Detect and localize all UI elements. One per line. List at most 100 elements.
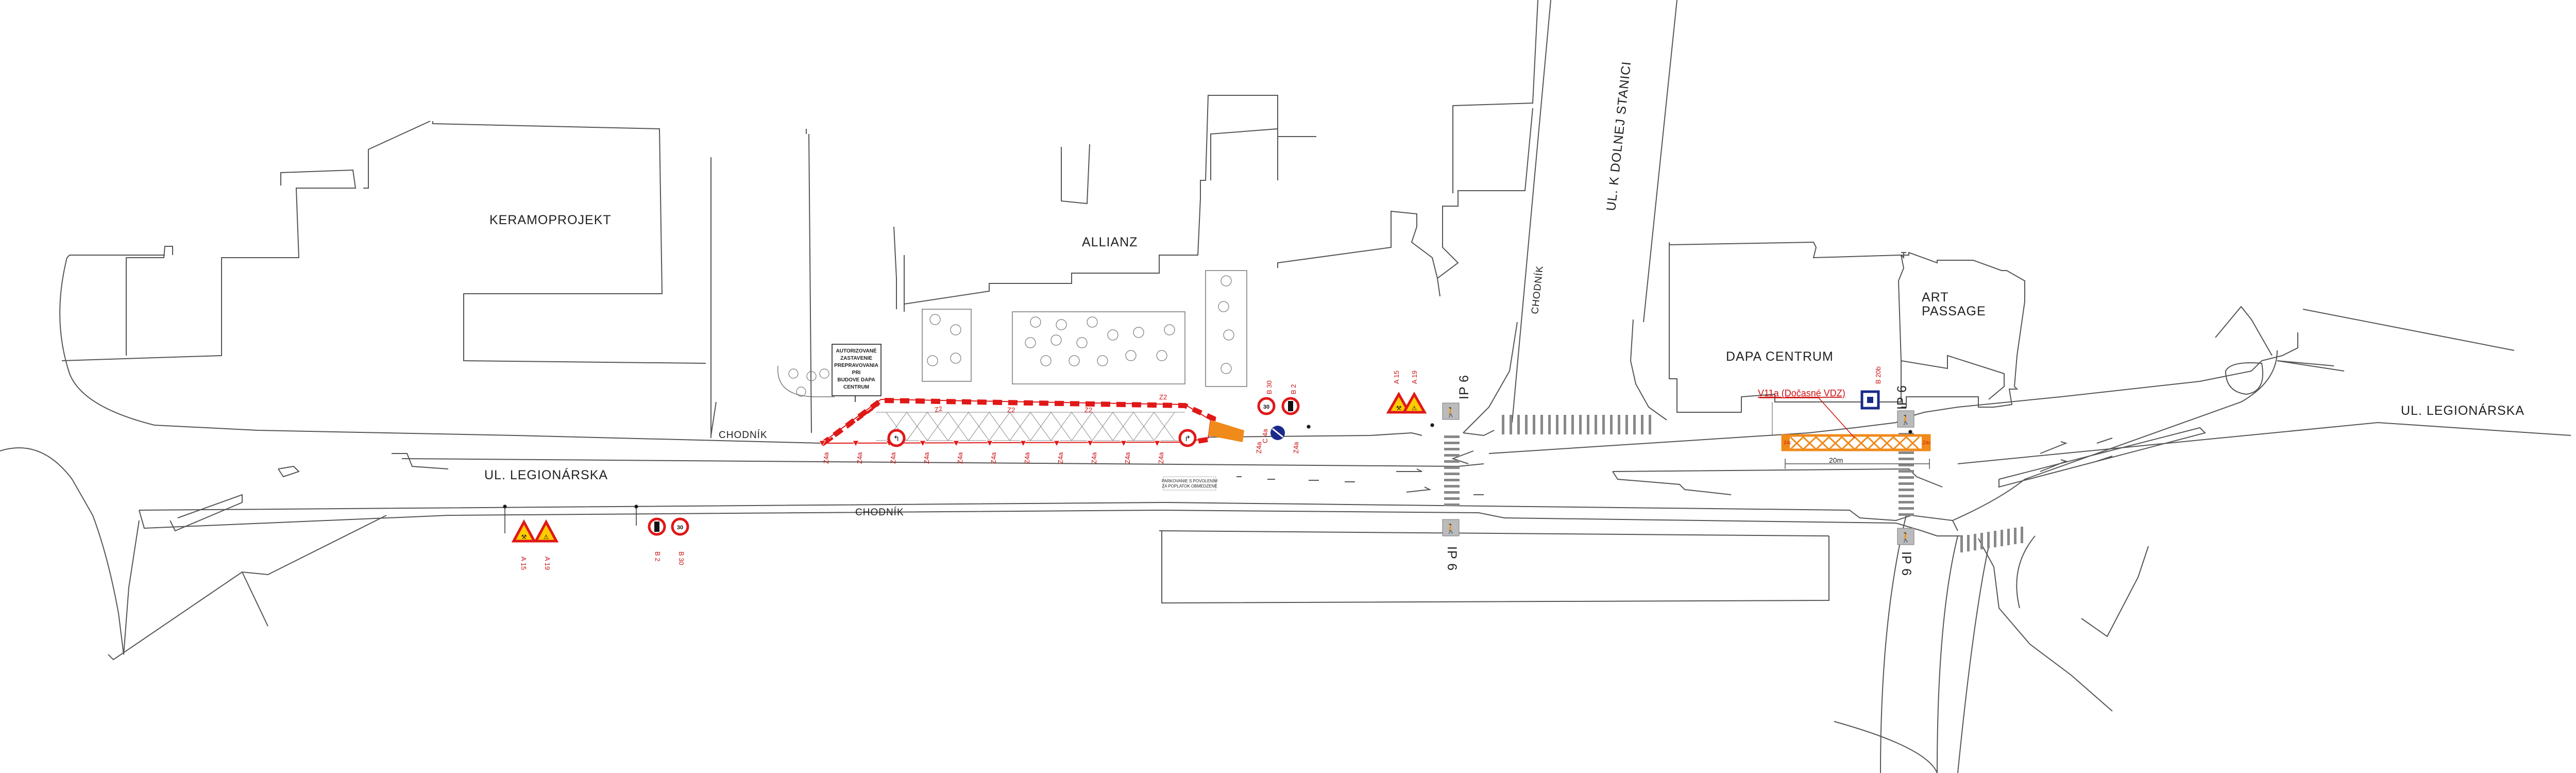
a19-label: A 19 <box>1411 371 1418 384</box>
courtyard-right <box>1205 270 1247 387</box>
dapa-centrum-building <box>1669 241 2025 413</box>
sign-keep-right <box>1270 426 1285 440</box>
z4a-label: Z4a <box>889 452 897 464</box>
crosswalk-vertical-right <box>1899 433 1914 516</box>
allianz-building <box>904 0 1538 305</box>
notice-board-line: PREPRAVOVANIA <box>834 363 878 368</box>
warning-triangle-a19-right: ⚠ <box>1401 391 1427 414</box>
z4a-label: Z4a <box>1057 452 1064 464</box>
warning-triangle-a15-left: ⚒ <box>511 519 537 543</box>
courtyard-left <box>922 309 972 382</box>
trees <box>788 275 1234 397</box>
z2-label: Z2 <box>934 405 943 414</box>
street-legionarska-right-label: UL. LEGIONÁRSKA <box>2401 403 2524 418</box>
svg-text:🚶: 🚶 <box>1900 414 1911 426</box>
street-legionarska-left-label: UL. LEGIONÁRSKA <box>484 467 608 482</box>
z4a-label: Z4a <box>956 452 964 464</box>
b2-label: B 2 <box>1290 384 1297 394</box>
z4a-label: Z4a <box>990 452 997 464</box>
z4a-label: Z4a <box>856 452 863 464</box>
z4a-label: Z4a <box>1023 452 1031 464</box>
z2-label: Z2 <box>1084 406 1092 414</box>
small-note-box <box>1163 476 1216 491</box>
dimension-20m-label: 20m <box>1829 456 1843 464</box>
street-k-dolnej-stanici <box>1463 0 1677 433</box>
sign-posts <box>503 423 1912 533</box>
ip6-sign-top-left: 🚶 <box>1442 402 1460 420</box>
svg-text:⚒: ⚒ <box>521 533 527 541</box>
crosswalk-horizontal-top <box>1502 415 1651 434</box>
construction-zone <box>820 397 1216 447</box>
z2-label: Z2 <box>1159 393 1167 401</box>
notice-board-line: CENTRUM <box>843 384 869 390</box>
svg-text:↱: ↱ <box>1184 434 1191 443</box>
z4a-label: Z4a <box>1157 452 1165 464</box>
svg-text:↰: ↰ <box>893 434 900 443</box>
misc-outlines <box>108 129 2149 661</box>
art-passage-label-2: PASSAGE <box>1922 304 1986 318</box>
svg-text:30: 30 <box>1263 404 1269 410</box>
svg-text:⚒: ⚒ <box>1396 405 1402 412</box>
warning-triangle-a19-left: ⚠ <box>533 519 559 543</box>
lane-markings <box>1236 438 2113 495</box>
ip6-sign-bottom-left: 🚶 <box>1442 519 1460 536</box>
sign-no-right-turn: ↱ <box>1178 429 1197 447</box>
z4a-label: Z4a <box>822 452 830 464</box>
sign-speed-limit-30: 30 <box>1257 397 1276 415</box>
z4c-label: Z4c <box>1923 440 1931 445</box>
keramoprojekt-label: KERAMOPROJEKT <box>489 213 612 227</box>
svg-text:⚠: ⚠ <box>1412 405 1417 412</box>
allianz-label: ALLIANZ <box>1082 235 1138 249</box>
notice-board-line: BUDOVE DAPA <box>837 377 875 383</box>
c4a-label: C 4a <box>1261 429 1269 443</box>
info-sign-blue <box>1860 390 1880 410</box>
sign-no-entry-left <box>648 517 666 536</box>
orange-barrier-left <box>1208 420 1244 442</box>
z4a-label: Z4a <box>1090 452 1098 464</box>
svg-text:⚠: ⚠ <box>544 533 549 541</box>
sign-speed-limit-30-left: 30 <box>671 517 689 536</box>
dapa-centrum-label: DAPA CENTRUM <box>1726 349 1834 364</box>
svg-text:🚶: 🚶 <box>1445 523 1456 534</box>
chodnik-vertical-label: CHODNÍK <box>1530 265 1546 314</box>
notice-board-line: PRI <box>852 370 861 376</box>
z4a-label: Z4a <box>1124 452 1131 464</box>
chodnik-bottom-label: CHODNÍK <box>855 507 904 518</box>
z4a-label: Z4a <box>1255 442 1263 453</box>
art-passage-label-1: ART <box>1922 290 1949 305</box>
sign-code-labels: Z4a Z4a Z4a Z4a Z4a Z4a Z4a Z4a Z4a Z4a … <box>520 366 1931 570</box>
z2-label: Z2 <box>1007 406 1015 414</box>
b30-label: B 30 <box>677 551 685 565</box>
a15-label: A 15 <box>520 557 528 570</box>
plaza-arc <box>777 365 835 397</box>
v11a-pointer <box>1759 397 1855 439</box>
ip6-label-bottom-right: IP 6 <box>1899 551 1913 576</box>
z4a-label: Z4a <box>1292 442 1300 453</box>
svg-text:🚶: 🚶 <box>1445 407 1456 418</box>
a19-label: A 19 <box>544 557 551 570</box>
z4a-label: Z4a <box>923 452 930 464</box>
svg-text:30: 30 <box>677 525 683 531</box>
crosswalk-vertical-left <box>1444 435 1460 506</box>
ip6-sign-bottom-right: 🚶 <box>1897 528 1914 545</box>
ip6-code-label: B 20b <box>1874 366 1882 384</box>
b2-label: B 2 <box>654 551 662 562</box>
notice-board <box>832 344 882 396</box>
notice-board-line: AUTORIZOVANÉ <box>836 347 876 354</box>
courtyard-middle <box>1012 311 1185 384</box>
notice-board-line: ZASTAVENIE <box>840 356 872 361</box>
small-note-line: ZA POPLATOK OBMEDZENÉ <box>1162 484 1217 489</box>
b30-label: B 30 <box>1265 380 1273 394</box>
z4c-label: Z4c <box>1784 440 1792 445</box>
sign-no-left-turn: ↰ <box>887 429 906 447</box>
keramoprojekt-building <box>61 121 706 364</box>
orange-zone-dapa <box>1772 402 1931 469</box>
street-legionarska-main <box>0 257 2571 773</box>
ip6-sign-top-right: 🚶 <box>1897 410 1914 428</box>
svg-text:🚶: 🚶 <box>1900 532 1911 543</box>
ip6-label-bottom-left: IP 6 <box>1445 546 1459 571</box>
small-note-line: PARKOVANIE S POVOLENÍM <box>1162 479 1218 483</box>
street-k-dolnej-stanici-label: UL. K DOLNEJ STANICI <box>1604 60 1634 211</box>
crosswalk-horizontal-bottom <box>1960 527 2023 552</box>
